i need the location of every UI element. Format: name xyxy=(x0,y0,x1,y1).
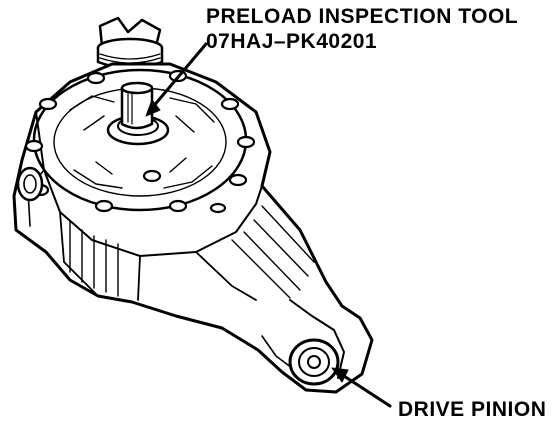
tool-name-label: PRELOAD INSPECTION TOOL xyxy=(206,5,519,28)
cover-bolts xyxy=(24,69,256,214)
drive-pinion-part xyxy=(288,338,340,386)
pinion-leader-line xyxy=(342,374,392,408)
drive-pinion-label: DRIVE PINION xyxy=(398,398,547,421)
leader-arrows xyxy=(145,42,392,408)
tool-part-number-label: 07HAJ–PK40201 xyxy=(206,30,378,53)
tool-leader-arrowhead xyxy=(145,99,161,117)
side-flange xyxy=(16,166,44,202)
output-shaft xyxy=(120,81,154,130)
tool-leader-line xyxy=(150,42,208,110)
pinion-leader-arrowhead xyxy=(331,367,349,383)
